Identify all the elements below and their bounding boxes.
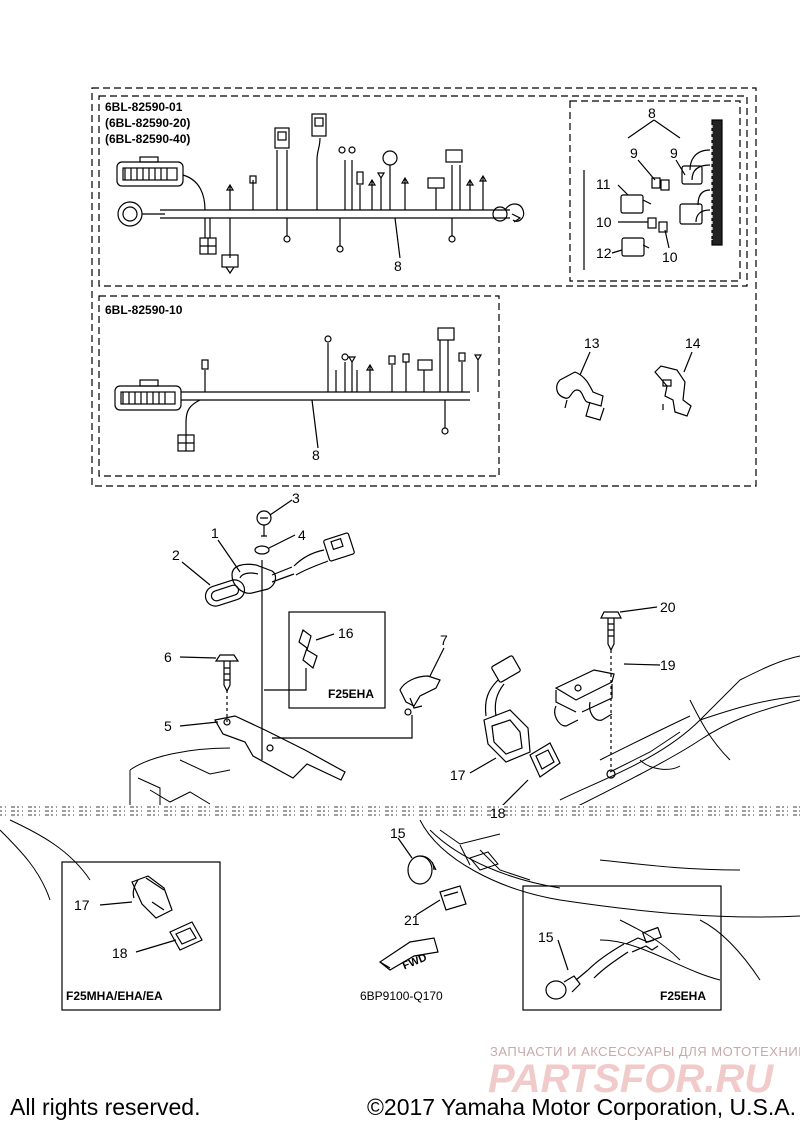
- scan-noise-lines: [0, 806, 800, 816]
- footer-copyright: ©2017 Yamaha Motor Corporation, U.S.A.: [366, 1094, 796, 1120]
- wire-harness-01: [116, 113, 525, 275]
- leader-7: [429, 647, 445, 677]
- plug-15: [407, 855, 437, 885]
- leader-19: [623, 663, 661, 666]
- callout-16: 16: [338, 625, 354, 641]
- bolt-20: [600, 611, 622, 652]
- leader-1: [217, 539, 241, 573]
- part-code-20: (6BL-82590-20): [105, 116, 190, 130]
- connector-detail-dashed-frame: [569, 100, 741, 282]
- leader-2: [181, 561, 211, 586]
- footer-rights: All rights reserved.: [10, 1094, 201, 1120]
- callout-1: 1: [211, 525, 219, 541]
- leader-8-harness-10: [311, 399, 319, 449]
- callout-9-right: 9: [670, 145, 678, 161]
- callout-10-upper: 10: [596, 214, 612, 230]
- leader-4: [268, 534, 296, 549]
- wire-harness-10: [114, 327, 483, 452]
- leader-18-inset: [135, 939, 177, 953]
- clamp-7: [399, 675, 441, 716]
- clip-16: [298, 629, 318, 670]
- inset-box-f25mha: [61, 861, 221, 1011]
- watermark-line1: ЗАПЧАСТИ И АКСЕССУАРЫ ДЛЯ МОТОТЕХНИКИ: [490, 1044, 800, 1059]
- gasket-18-inset: [169, 921, 203, 951]
- scan-noise-band: [0, 805, 800, 819]
- callout-20: 20: [660, 599, 676, 615]
- model-tag-f25eha-15: F25EHA: [660, 989, 706, 1003]
- bracket-19: [554, 669, 615, 727]
- leader-18: [499, 779, 529, 809]
- label-21: [439, 885, 467, 911]
- leader-16: [315, 633, 335, 641]
- callout-10-lower: 10: [662, 249, 678, 265]
- leader-6: [179, 656, 217, 659]
- callout-11: 11: [596, 176, 611, 192]
- leader-13: [579, 351, 591, 376]
- watermark-logo: PARTSFOR.RU: [488, 1057, 774, 1101]
- grommet-1: [231, 532, 355, 594]
- leader-21: [415, 899, 441, 916]
- callout-8-detail: 8: [648, 105, 656, 121]
- leader-17: [469, 757, 497, 774]
- callout-13: 13: [584, 335, 600, 351]
- inset-box-f25eha: [522, 885, 722, 1011]
- part-code-01: 6BL-82590-01: [105, 100, 183, 114]
- leader-17-inset: [99, 901, 133, 906]
- callout-6: 6: [164, 649, 172, 665]
- model-tag-f25mha: F25MHA/EHA/EA: [66, 989, 163, 1003]
- bracket-5: [214, 715, 346, 781]
- callout-7: 7: [440, 632, 448, 648]
- fwd-arrow-icon: [378, 937, 439, 971]
- callout-5: 5: [164, 718, 172, 734]
- fwd-label: FWD: [401, 952, 429, 973]
- callout-8-harness-10: 8: [312, 447, 320, 463]
- outer-dashed-frame: [91, 87, 757, 487]
- leader-15-inset: [557, 939, 569, 971]
- callout-3: 3: [292, 490, 300, 506]
- callout-17-inset: 17: [74, 897, 90, 913]
- gasket-2: [204, 579, 246, 607]
- callout-18-inset: 18: [112, 945, 128, 961]
- callout-18: 18: [490, 805, 506, 821]
- harness-grommet-17-inset: [131, 875, 173, 919]
- callout-4: 4: [298, 527, 306, 543]
- leader-15: [397, 837, 413, 859]
- callout-21: 21: [404, 912, 420, 928]
- leader-14: [683, 351, 693, 373]
- leader-3: [269, 499, 293, 516]
- connector-detail: [583, 119, 723, 270]
- drawing-id: 6BP9100-Q170: [360, 989, 443, 1003]
- clamp-13: [556, 371, 605, 421]
- callout-2: 2: [172, 547, 180, 563]
- washer-4: [254, 545, 270, 555]
- screw-3: [256, 510, 272, 537]
- leader-20: [619, 606, 658, 613]
- part-code-10: 6BL-82590-10: [105, 303, 183, 317]
- callout-9-left: 9: [630, 145, 638, 161]
- callout-19: 19: [660, 657, 676, 673]
- engine-cowling-outline: [0, 655, 800, 981]
- callout-17: 17: [450, 767, 466, 783]
- callout-15-inset: 15: [538, 929, 554, 945]
- callout-14: 14: [685, 335, 701, 351]
- harness-10-dashed-frame: [98, 295, 500, 477]
- clamp-14: [654, 365, 692, 417]
- model-tag-f25eha-16: F25EHA: [328, 687, 374, 701]
- harness-01-dashed-frame: [98, 95, 748, 287]
- f25eha-box-16: [288, 611, 386, 709]
- callout-8-harness-01: 8: [394, 258, 402, 274]
- bolt-6: [214, 654, 240, 693]
- callout-15: 15: [390, 825, 406, 841]
- gasket-18: [529, 742, 561, 778]
- sensor-15-inset: [545, 926, 662, 1000]
- leader-8-harness-01: [394, 217, 401, 259]
- part-code-40: (6BL-82590-40): [105, 132, 190, 146]
- harness-grommet-17: [483, 655, 531, 763]
- leader-5: [179, 721, 219, 727]
- callout-12: 12: [596, 245, 612, 261]
